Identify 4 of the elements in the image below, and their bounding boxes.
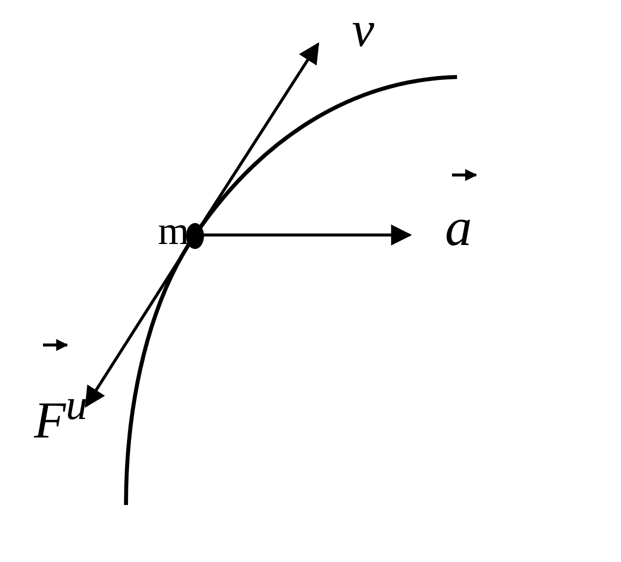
acceleration-symbol: a bbox=[445, 200, 472, 254]
force-symbol: F$^{и}$ bbox=[34, 384, 88, 448]
velocity-symbol: ν bbox=[352, 4, 374, 54]
mass-label: m bbox=[158, 211, 190, 251]
